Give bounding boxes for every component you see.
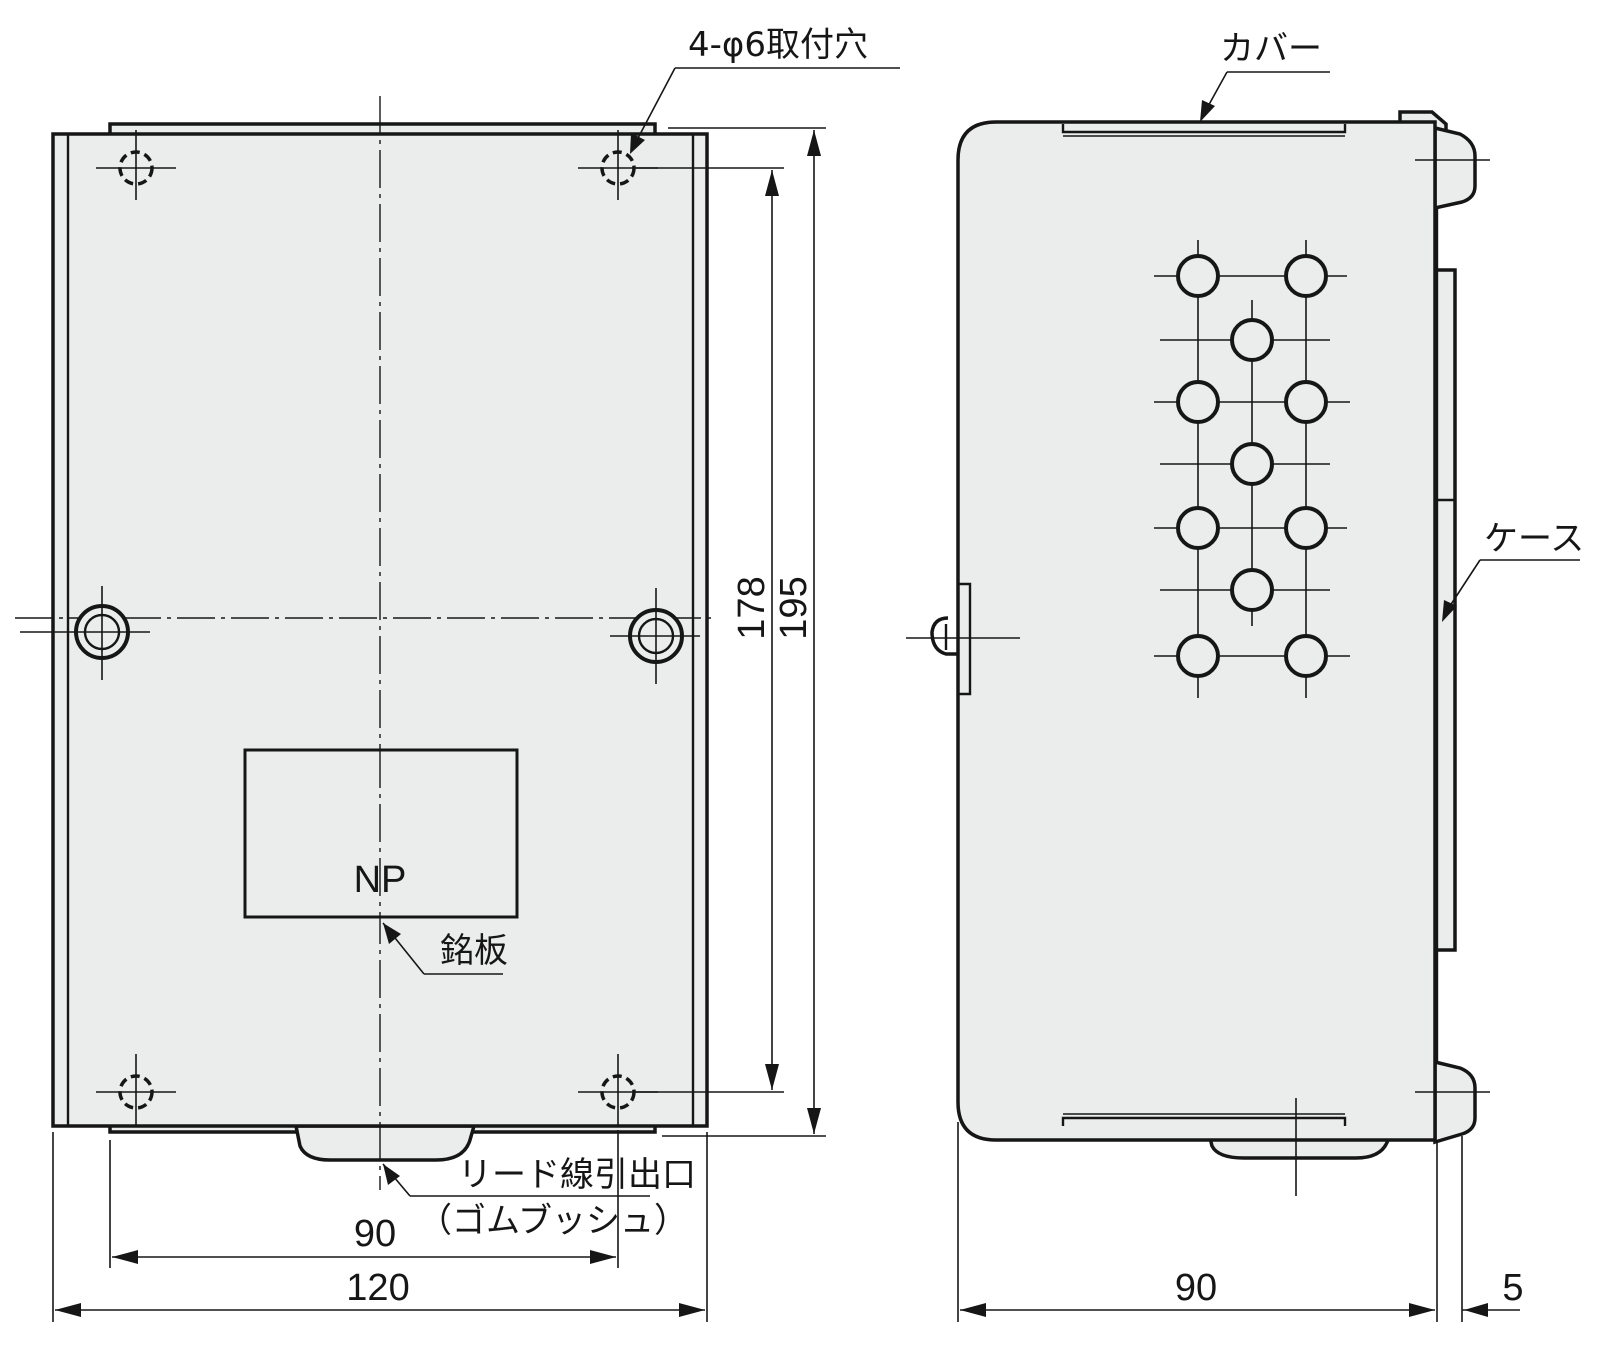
dim-90-front: 90: [354, 1213, 396, 1255]
nameplate-box-label: NP: [354, 859, 407, 901]
side-cover-line-top: [1061, 124, 1347, 134]
knockout-9: [1230, 568, 1274, 612]
dimension-front-width: 120: [52, 1132, 708, 1322]
knockout-3: [1230, 318, 1274, 362]
dim-5: 5: [1502, 1267, 1523, 1309]
mounting-holes-leader: 4-φ6取付穴: [630, 25, 900, 154]
knockout-10: [1176, 634, 1220, 678]
mounting-hole-bl: [96, 1054, 176, 1126]
case-leader: ケース: [1442, 519, 1584, 622]
knockout-7: [1176, 506, 1220, 550]
knockout-5: [1284, 380, 1328, 424]
side-latch-knob: [930, 616, 958, 656]
knockout-1: [1176, 254, 1220, 298]
case-label: ケース: [1484, 519, 1584, 559]
nameplate-box: [243, 748, 519, 919]
side-cover-line-bottom: [1061, 1116, 1347, 1126]
knockout-6: [1230, 442, 1274, 486]
knockout-holes: [1154, 240, 1350, 698]
dimension-side-extra: 5: [1461, 1136, 1524, 1322]
dim-90-side: 90: [1175, 1267, 1217, 1309]
knockout-8: [1284, 506, 1328, 550]
front-view: NP: [15, 96, 715, 1190]
dim-195: 195: [773, 576, 815, 639]
front-lead-bushing: [293, 1124, 477, 1162]
knockout-4: [1176, 380, 1220, 424]
side-latch-bracket: [958, 582, 972, 696]
cover-screw-left: [20, 586, 150, 680]
dimension-hole-pitch-width: 90: [109, 1130, 619, 1268]
nameplate-label: 銘板: [440, 931, 508, 971]
grommet-label: （ゴムブッシュ）: [418, 1201, 688, 1241]
lead-outlet-label: リード線引出口: [458, 1155, 696, 1195]
cover-label: カバー: [1220, 29, 1322, 69]
cover-screw-right: [610, 588, 700, 684]
dim-178: 178: [731, 576, 773, 639]
lead-outlet-leader: リード線引出口 （ゴムブッシュ）: [382, 1155, 696, 1241]
side-body: [956, 120, 1437, 1142]
side-upper-lug: [1433, 125, 1477, 211]
knockout-2: [1284, 254, 1328, 298]
nameplate-leader: 銘板: [382, 922, 508, 975]
mounting-hole-tl: [96, 130, 176, 200]
dimension-side-depth: 90: [957, 1122, 1438, 1322]
cover-leader: カバー: [1200, 29, 1330, 122]
dimension-front-height: 195: [662, 127, 826, 1137]
mounting-hole-br: [578, 1054, 658, 1126]
mounting-hole-tr: [578, 130, 658, 200]
side-lower-lug: [1433, 1059, 1477, 1145]
mounting-holes-label: 4-φ6取付穴: [688, 25, 868, 65]
dimension-hole-pitch-height: 178: [636, 167, 784, 1093]
knockout-11: [1284, 634, 1328, 678]
dim-120: 120: [346, 1267, 409, 1309]
